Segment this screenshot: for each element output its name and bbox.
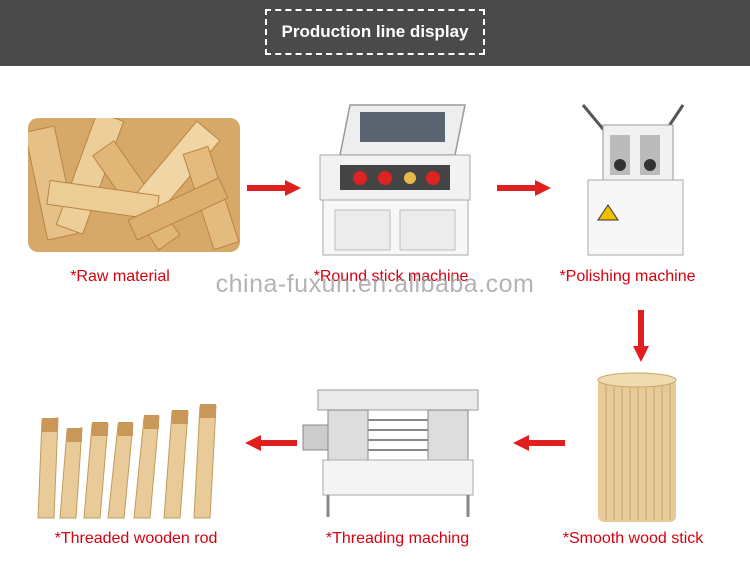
right-arrow-icon: [247, 180, 301, 196]
smooth-wood-stick-image: [597, 372, 677, 522]
step-label-threading-machine: *Threading maching: [325, 530, 470, 547]
page-title: Production line display: [265, 9, 485, 55]
down-arrow-icon: [633, 310, 649, 362]
step-label-polishing-machine: *Polishing machine: [559, 268, 696, 285]
polishing-machine-image: [581, 104, 685, 256]
threaded-wooden-rod-image: [37, 404, 217, 519]
raw-material-image: [28, 118, 240, 252]
left-arrow-icon: [245, 435, 297, 451]
header-bar: Production line display: [0, 0, 750, 66]
step-label-round-stick-machine: *Round stick machine: [313, 268, 469, 285]
watermark: china-fuxun.en.alibaba.com: [215, 270, 535, 298]
left-arrow-icon: [513, 435, 565, 451]
threading-machine-image: [302, 389, 479, 517]
right-arrow-icon: [497, 180, 551, 196]
step-label-raw-material: *Raw material: [70, 268, 170, 285]
step-label-threaded-wooden-rod: *Threaded wooden rod: [54, 530, 218, 547]
step-label-smooth-wood-stick: *Smooth wood stick: [562, 530, 704, 547]
round-stick-machine-image: [319, 104, 471, 256]
